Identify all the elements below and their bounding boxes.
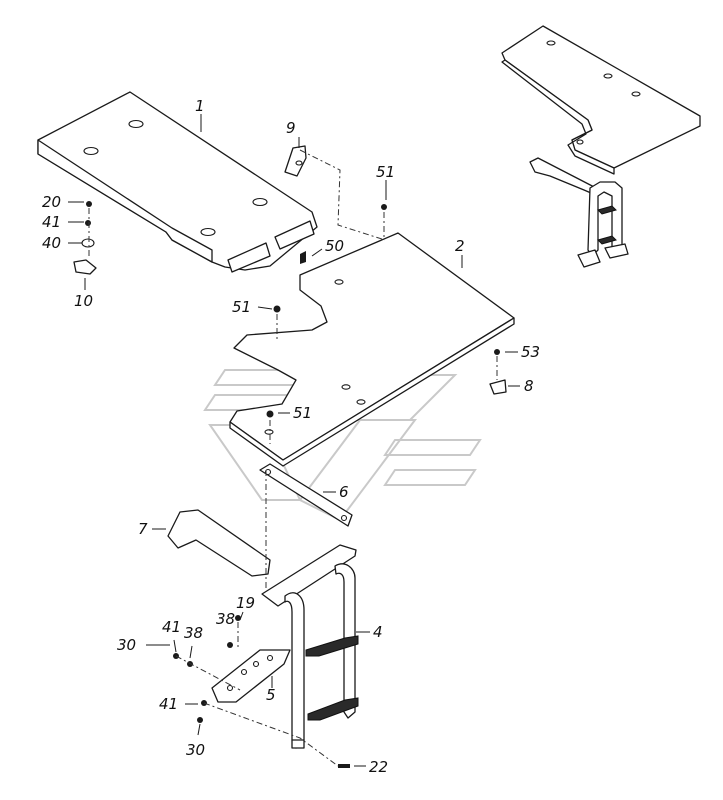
callout-50: 50 bbox=[325, 237, 344, 255]
callout-labels: 1 2 4 5 6 7 8 9 10 19 20 22 30 30 38 38 … bbox=[42, 97, 540, 776]
callout-30a: 30 bbox=[117, 636, 136, 654]
callout-40: 40 bbox=[42, 234, 61, 252]
callout-10: 10 bbox=[74, 292, 93, 310]
callout-8: 8 bbox=[524, 377, 534, 395]
callout-19: 19 bbox=[236, 594, 255, 612]
callout-22: 22 bbox=[369, 758, 388, 776]
callout-41a: 41 bbox=[42, 213, 61, 231]
callout-38b: 38 bbox=[216, 610, 235, 628]
callout-51a: 51 bbox=[376, 163, 395, 181]
callout-41c: 41 bbox=[159, 695, 178, 713]
callout-51c: 51 bbox=[293, 404, 312, 422]
bracket-9 bbox=[284, 145, 307, 177]
callout-30b: 30 bbox=[186, 741, 205, 759]
assembly-center-lines bbox=[88, 149, 498, 767]
floor-panel-2 bbox=[229, 232, 515, 467]
support-bar-6 bbox=[259, 463, 353, 527]
hardware-fasteners bbox=[73, 201, 507, 768]
floor-panel-1 bbox=[37, 91, 318, 273]
callout-41b: 41 bbox=[162, 618, 181, 636]
callout-6: 6 bbox=[339, 483, 349, 501]
step-bracket-5 bbox=[211, 649, 291, 703]
assembled-view-inset bbox=[501, 25, 701, 268]
callout-38a: 38 bbox=[184, 624, 203, 642]
support-beam-7 bbox=[167, 509, 271, 577]
callout-7: 7 bbox=[138, 520, 148, 538]
callout-51b: 51 bbox=[232, 298, 251, 316]
callout-9: 9 bbox=[286, 119, 296, 137]
callout-leaders bbox=[68, 114, 520, 767]
callout-20: 20 bbox=[42, 193, 61, 211]
ladder-4 bbox=[261, 544, 359, 749]
callout-53: 53 bbox=[521, 343, 540, 361]
callout-4: 4 bbox=[373, 623, 383, 641]
callout-5: 5 bbox=[266, 686, 276, 704]
callout-1: 1 bbox=[195, 97, 205, 115]
callout-2: 2 bbox=[455, 237, 465, 255]
